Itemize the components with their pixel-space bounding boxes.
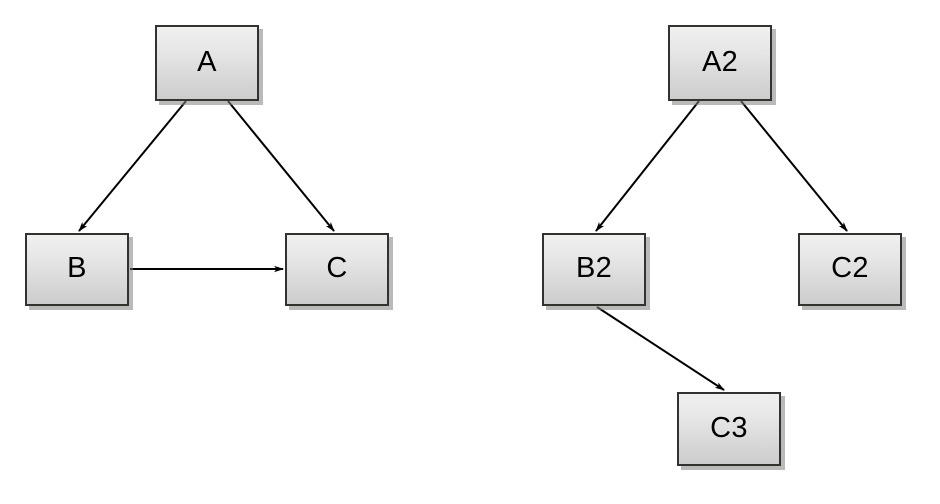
node-label-c3: C3: [710, 411, 748, 444]
node-label-b: B: [67, 252, 87, 284]
edge-a2-to-c2: [740, 100, 848, 232]
edges-group: [78, 100, 848, 391]
node-c2[interactable]: C2: [798, 233, 902, 306]
edge-a2-to-b2: [595, 100, 700, 232]
node-a[interactable]: A: [155, 25, 259, 101]
node-a2[interactable]: A2: [668, 25, 772, 101]
node-b[interactable]: B: [25, 233, 129, 306]
node-label-c: C: [326, 252, 348, 284]
node-label-c2: C2: [831, 252, 869, 284]
edge-a-to-b: [78, 100, 187, 232]
node-c[interactable]: C: [285, 233, 389, 306]
edge-b2-to-c3: [596, 306, 725, 391]
edge-a-to-c: [227, 100, 335, 232]
node-label-a: A: [197, 45, 217, 78]
node-b2[interactable]: B2: [542, 233, 646, 306]
node-c3[interactable]: C3: [677, 392, 781, 466]
node-label-b2: B2: [575, 252, 613, 284]
node-label-a2: A2: [701, 45, 739, 78]
